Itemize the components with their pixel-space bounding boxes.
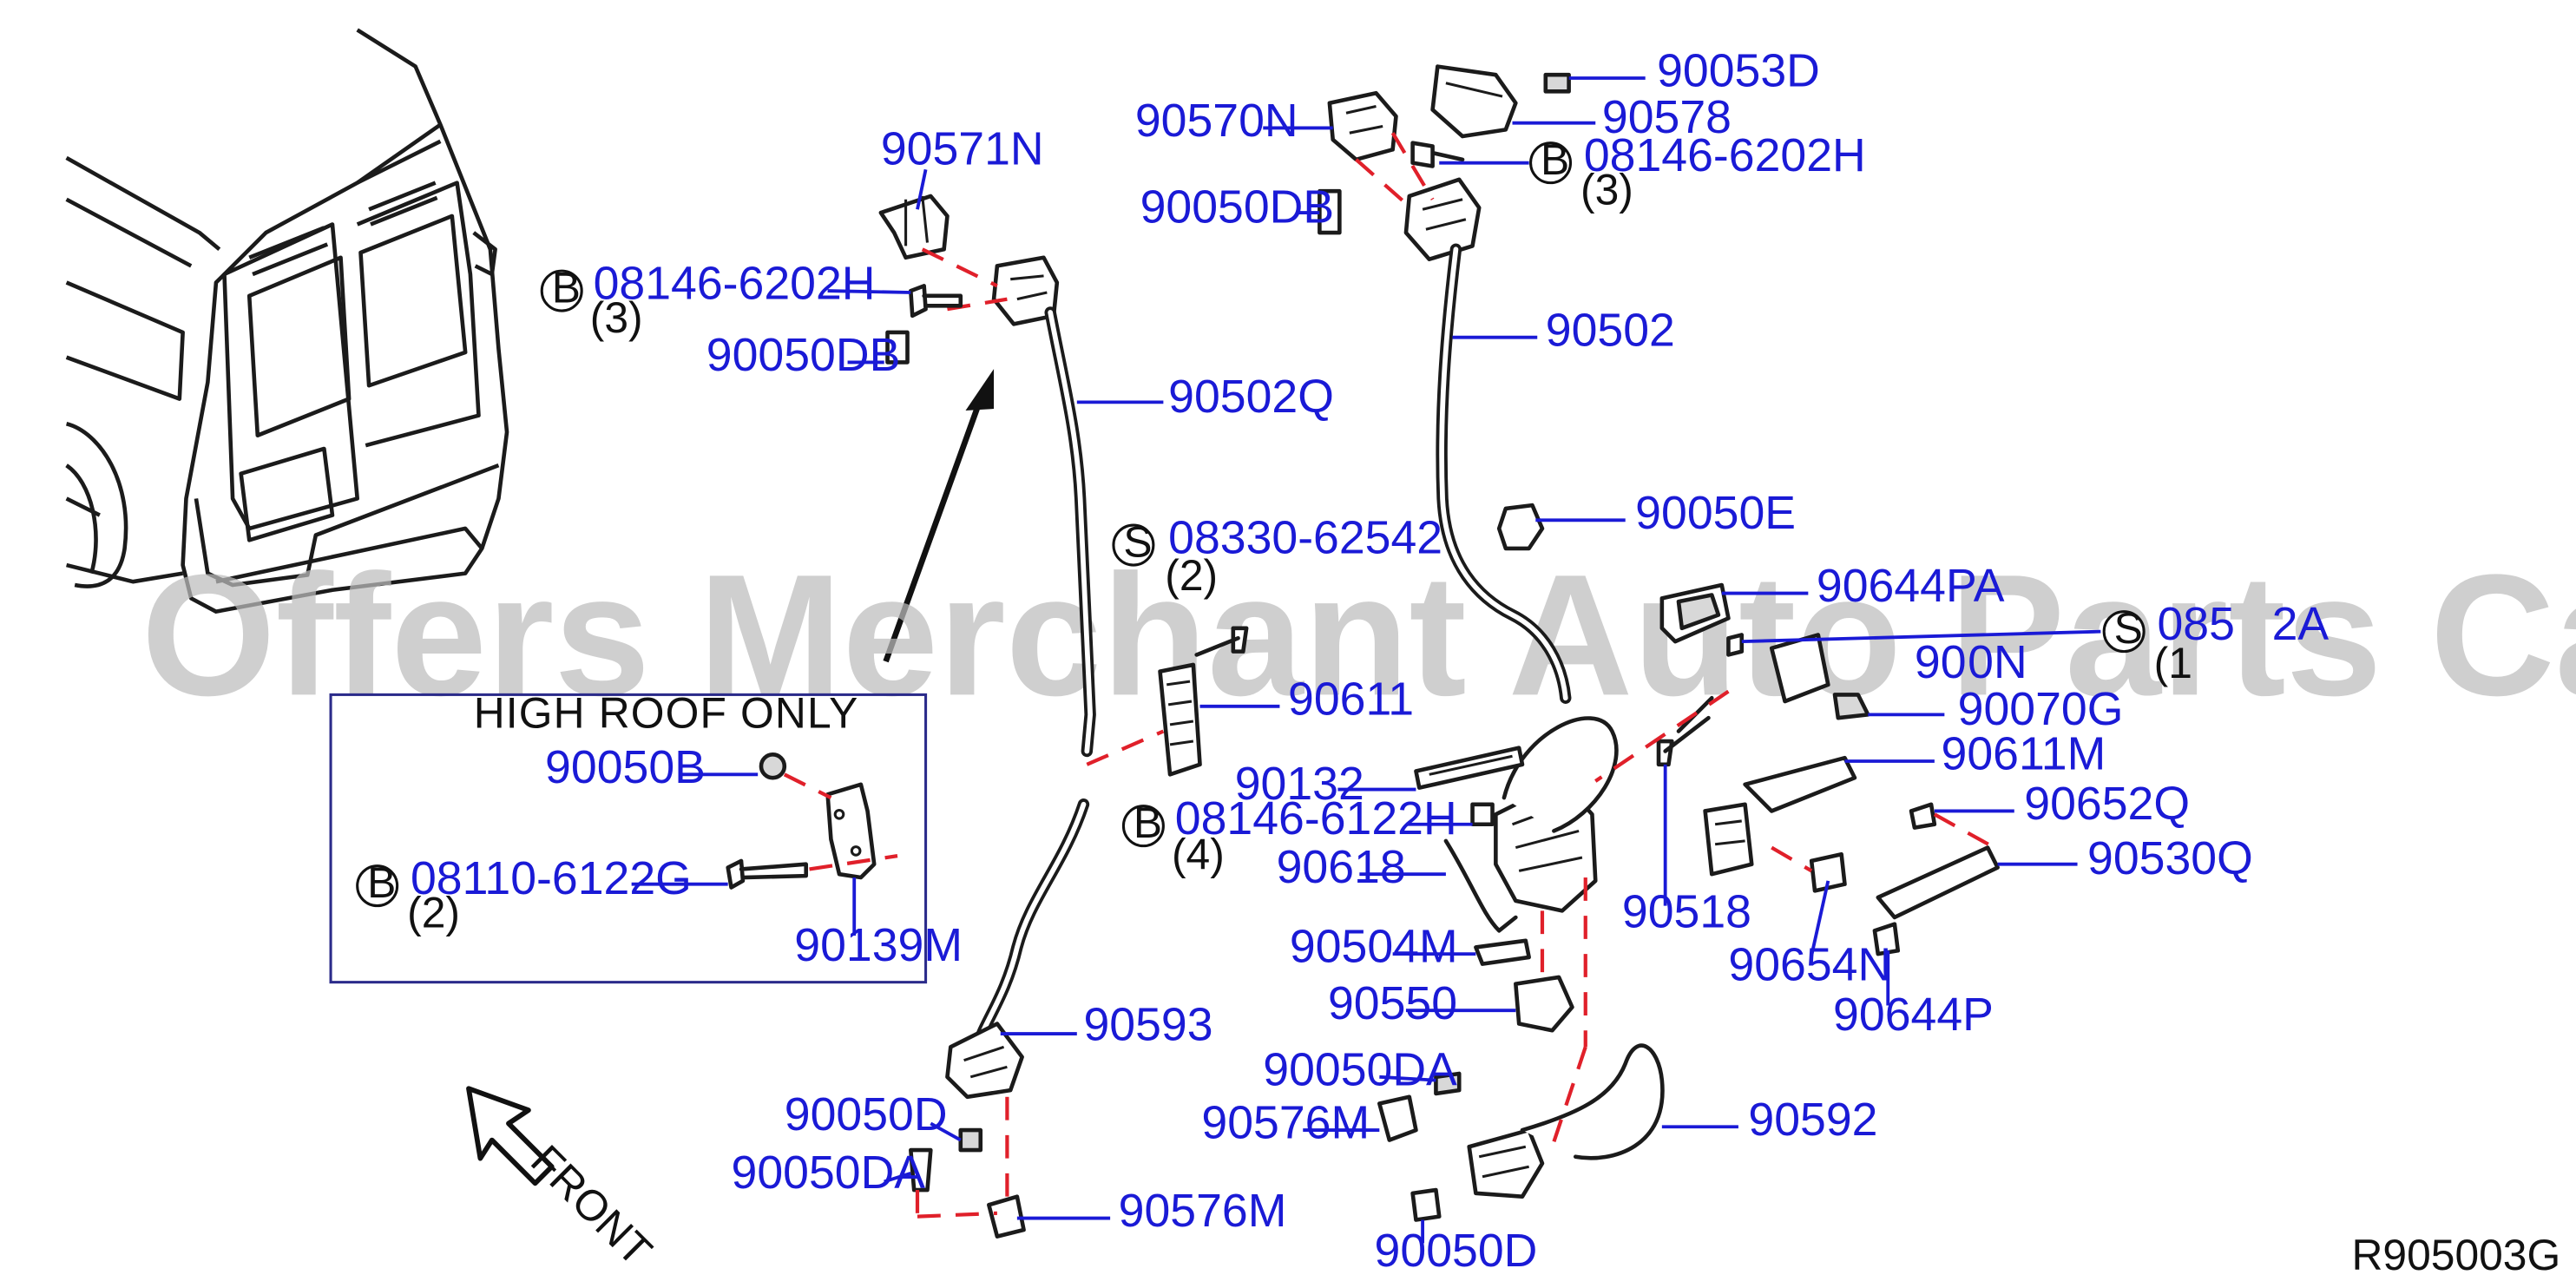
circle-letter-b-1: B bbox=[552, 264, 581, 312]
lower-lock-90593 bbox=[909, 1022, 1026, 1239]
qty-08146-6122H: (4) bbox=[1172, 830, 1225, 878]
part-label-90530Q[interactable]: 90530Q bbox=[2087, 832, 2253, 884]
bracket-90139M bbox=[825, 782, 877, 880]
part-label-90611[interactable]: 90611 bbox=[1288, 673, 1414, 725]
qty-08146-6202H-right: (3) bbox=[1580, 166, 1633, 214]
diagram-code: R905003G bbox=[2351, 1231, 2560, 1279]
part-label-90132[interactable]: 90132 bbox=[1235, 758, 1364, 810]
van-rear-illustration bbox=[65, 28, 509, 614]
part-label-90139M[interactable]: 90139M bbox=[794, 919, 963, 971]
part-label-90050D-right[interactable]: 90050D bbox=[1375, 1225, 1538, 1277]
latch-assembly-main bbox=[1414, 695, 1714, 1033]
part-label-s-right[interactable]: 085 bbox=[2157, 598, 2234, 650]
part-label-90050DA-right[interactable]: 90050DA bbox=[1263, 1043, 1457, 1095]
handle-90644PA bbox=[1659, 582, 1870, 720]
part-label-90070G[interactable]: 90070G bbox=[1958, 683, 2124, 735]
part-label-90576M[interactable]: 90576M bbox=[1119, 1185, 1287, 1237]
screw-s-circle-icon bbox=[1112, 523, 1155, 567]
circle-letter-b-3: B bbox=[367, 858, 396, 907]
bolt-b-circle-icon bbox=[356, 864, 399, 908]
part-label-90050B[interactable]: 90050B bbox=[545, 741, 706, 793]
part-label-90578[interactable]: 90578 bbox=[1602, 91, 1732, 143]
watermark: Offers Merchant Auto Parts Catalog PARTS… bbox=[141, 539, 2576, 732]
part-label-90610N-prefix[interactable]: 90 bbox=[1915, 636, 1967, 688]
front-label: FRONT bbox=[522, 1136, 661, 1276]
screw-s-circle-icon bbox=[2102, 610, 2146, 654]
part-label-90611M[interactable]: 90611M bbox=[1942, 728, 2106, 780]
qty-s-right: (1 bbox=[2154, 639, 2192, 687]
part-label-08146-6122H[interactable]: 08146-6122H bbox=[1175, 792, 1457, 844]
latch-90611 bbox=[1158, 626, 1249, 777]
part-label-90502[interactable]: 90502 bbox=[1546, 304, 1675, 356]
part-label-90050E[interactable]: 90050E bbox=[1635, 487, 1796, 539]
part-label-90050DB[interactable]: 90050DB bbox=[706, 329, 901, 381]
direction-arrow bbox=[883, 369, 995, 663]
part-label-90618[interactable]: 90618 bbox=[1277, 841, 1406, 893]
circle-letter-s-2: S bbox=[2114, 604, 2143, 653]
part-label-90654N[interactable]: 90654N bbox=[1728, 939, 1891, 991]
part-label-90644PA[interactable]: 90644PA bbox=[1817, 560, 2005, 612]
bolt-08110-6122G bbox=[726, 858, 808, 890]
part-label-90570N[interactable]: 90570N bbox=[1135, 95, 1298, 147]
part-label-90504M[interactable]: 90504M bbox=[1290, 921, 1458, 973]
upper-hinge-90570N bbox=[1318, 64, 1571, 262]
bolt-b-circle-icon bbox=[1529, 141, 1573, 185]
part-labels: 90571N 08146-6202H (3) 90050DB 90502Q 08… bbox=[407, 45, 2329, 1278]
part-label-90593[interactable]: 90593 bbox=[1083, 999, 1212, 1051]
circle-letter-b-2: B bbox=[1134, 798, 1162, 847]
bumper-90050B bbox=[759, 752, 787, 780]
part-label-90050DB-right[interactable]: 90050DB bbox=[1140, 181, 1335, 233]
part-label-08146-6202H[interactable]: 08146-6202H bbox=[594, 258, 876, 310]
inset-title: HIGH ROOF ONLY bbox=[474, 689, 859, 738]
part-label-90644P[interactable]: 90644P bbox=[1833, 989, 1994, 1041]
part-label-90050DA[interactable]: 90050DA bbox=[732, 1147, 926, 1199]
part-label-08330-62542[interactable]: 08330-62542 bbox=[1168, 512, 1442, 564]
high-roof-inset: HIGH ROOF ONLY bbox=[329, 689, 928, 984]
qty-08146-6202H: (3) bbox=[590, 293, 643, 342]
part-label-90518[interactable]: 90518 bbox=[1622, 885, 1751, 937]
part-label-90502Q[interactable]: 90502Q bbox=[1168, 371, 1334, 423]
left-upper-hinge-90571N bbox=[878, 194, 1060, 365]
part-label-90053D[interactable]: 90053D bbox=[1657, 45, 1820, 97]
circle-symbols: B S B B B S bbox=[356, 135, 2146, 908]
part-label-90550[interactable]: 90550 bbox=[1328, 977, 1457, 1029]
leader-lines bbox=[631, 76, 2101, 1244]
qty-08110-6122G: (2) bbox=[407, 888, 460, 936]
part-label-90592[interactable]: 90592 bbox=[1748, 1094, 1877, 1146]
part-label-90576M-right[interactable]: 90576M bbox=[1201, 1097, 1370, 1149]
part-label-90610N-suffix[interactable]: 0N bbox=[1968, 636, 2027, 688]
circle-letter-b-4: B bbox=[1541, 135, 1569, 184]
part-label-90571N[interactable]: 90571N bbox=[881, 123, 1044, 175]
part-label-90652Q[interactable]: 90652Q bbox=[2024, 778, 2190, 830]
clip-90050E bbox=[1496, 503, 1545, 551]
outer-handle-90611M bbox=[1703, 755, 2000, 956]
qty-08330-62542: (2) bbox=[1165, 551, 1218, 600]
bolt-b-circle-icon bbox=[540, 269, 583, 312]
part-label-90050D[interactable]: 90050D bbox=[785, 1088, 948, 1140]
circle-letter-s-1: S bbox=[1123, 517, 1152, 566]
front-arrow-icon bbox=[466, 1086, 555, 1186]
part-label-s-right-tail[interactable]: 2A bbox=[2272, 598, 2330, 650]
part-label-08110-6122G[interactable]: 08110-6122G bbox=[411, 852, 692, 904]
bolt-b-circle-icon bbox=[1121, 805, 1165, 848]
part-label-08146-6202H-right[interactable]: 08146-6202H bbox=[1584, 129, 1866, 181]
